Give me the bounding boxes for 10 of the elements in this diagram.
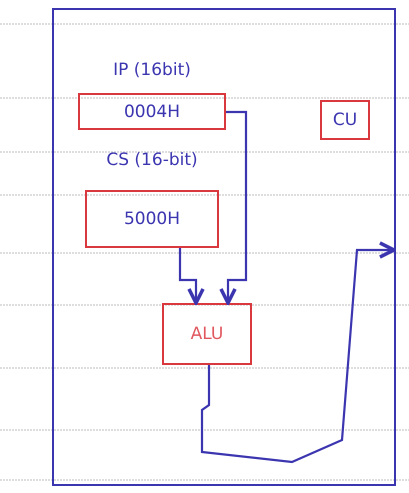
register-label: CS (16-bit) (105, 150, 199, 170)
unit-box: CU (320, 100, 370, 140)
register-box: 5000H (85, 190, 219, 248)
arrow (200, 241, 396, 464)
register-label: IP (16bit) (112, 60, 192, 80)
register-box: 0004H (78, 93, 226, 130)
arrow (219, 110, 248, 305)
alu-box: ALU (162, 303, 252, 365)
frame-box (52, 8, 396, 486)
arrow (178, 248, 205, 305)
